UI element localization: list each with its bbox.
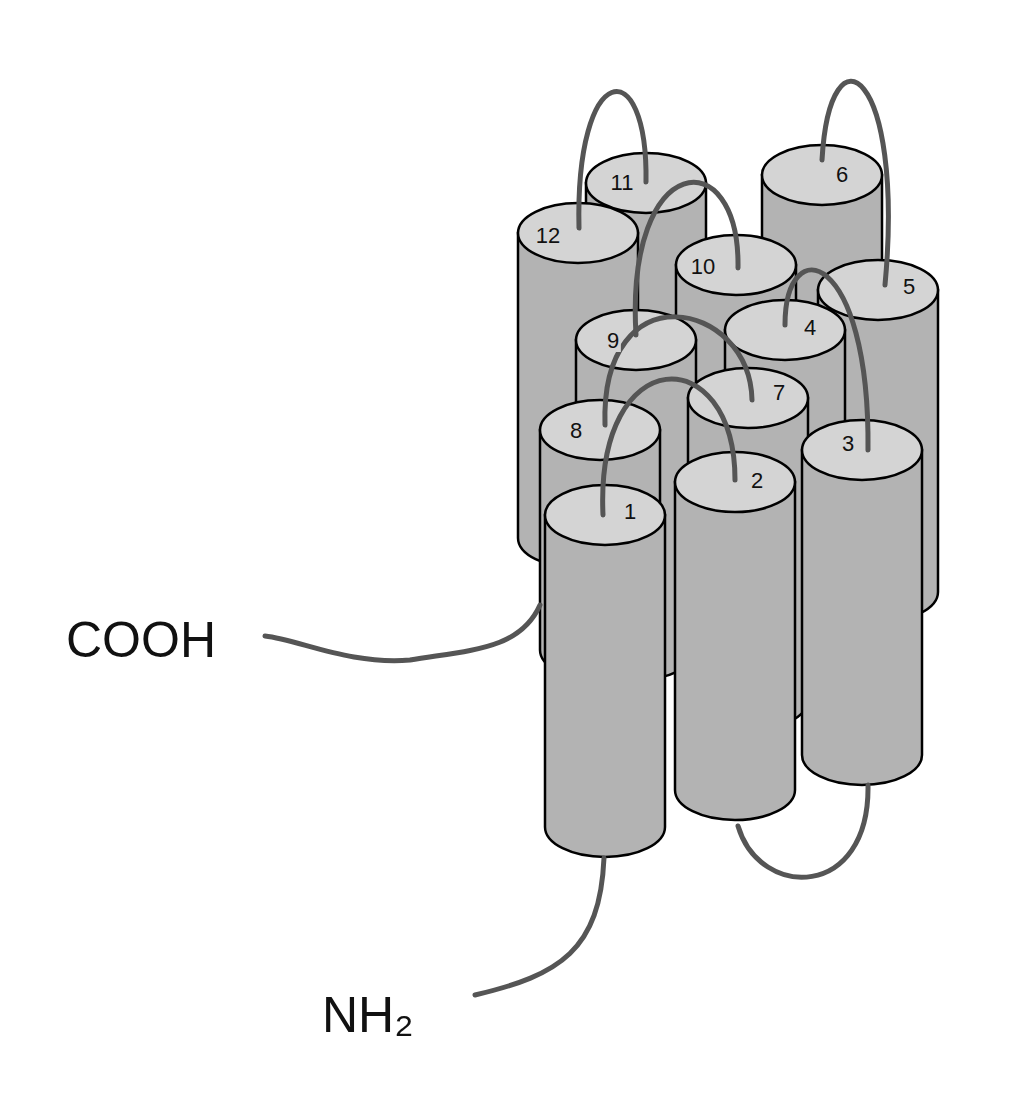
loop-line: [475, 858, 604, 995]
helix-cylinder: [802, 420, 922, 785]
loop-line: [603, 379, 735, 515]
helix-body: [675, 482, 795, 820]
loop-line: [635, 182, 738, 335]
helix-top: [540, 400, 660, 460]
helix-number: 12: [534, 225, 562, 247]
loop-line: [822, 81, 888, 285]
helix-body: [802, 450, 922, 785]
helix-number: 4: [802, 317, 818, 339]
helix-number: 1: [622, 501, 638, 523]
loop-line: [785, 270, 868, 450]
helix-number: 5: [901, 276, 917, 298]
helix-number: 9: [605, 330, 621, 352]
terminus-label: COOH: [64, 615, 218, 665]
helix-number: 8: [568, 420, 584, 442]
helix-number: 7: [771, 382, 787, 404]
terminus-label: NH₂: [320, 990, 416, 1040]
helix-cylinder: [545, 485, 665, 857]
helix-number: 6: [834, 164, 850, 186]
helix-number: 10: [689, 256, 717, 278]
helix-top: [802, 420, 922, 480]
helix-number: 2: [749, 470, 765, 492]
helix-body: [545, 515, 665, 857]
loop-line: [265, 605, 540, 661]
helix-number: 3: [840, 433, 856, 455]
helix-number: 11: [609, 172, 636, 194]
loop-line: [579, 92, 646, 228]
loop-line: [738, 785, 868, 877]
helix-cylinder: [675, 452, 795, 820]
